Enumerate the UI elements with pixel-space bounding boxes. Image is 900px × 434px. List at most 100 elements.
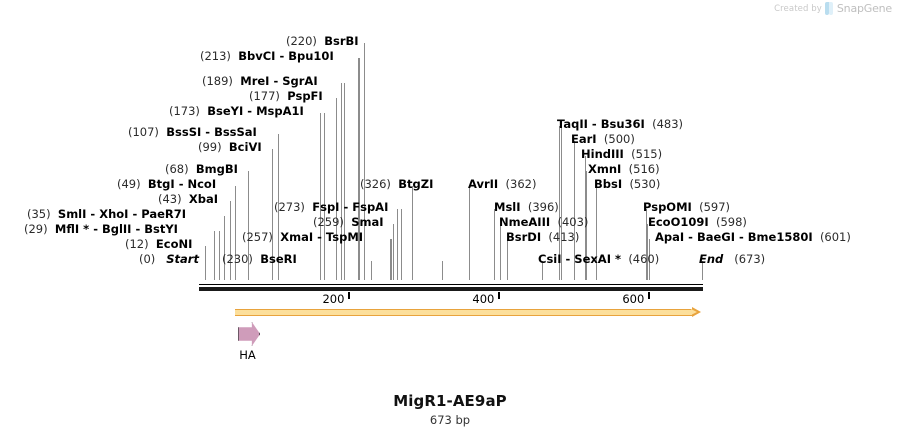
enzyme-leader-line: [559, 126, 560, 280]
enzyme-label[interactable]: AvrII (362): [468, 178, 536, 190]
orf-arrowhead-inner: [691, 309, 698, 315]
enzyme-name[interactable]: BstYI: [144, 222, 178, 236]
enzyme-label[interactable]: (189) MreI - SgrAI: [202, 75, 318, 87]
enzyme-name[interactable]: SmlI: [57, 207, 87, 221]
enzyme-label[interactable]: HindIII (515): [581, 148, 662, 160]
enzyme-name[interactable]: HindIII: [581, 147, 624, 161]
enzyme-name[interactable]: PspFI: [287, 89, 323, 103]
enzyme-name[interactable]: EcoO109I: [648, 215, 709, 229]
enzyme-name[interactable]: AvrII: [468, 177, 499, 191]
enzyme-name[interactable]: BbvCI: [238, 49, 276, 63]
enzyme-label[interactable]: (326) BtgZI: [360, 178, 433, 190]
enzyme-leader-line: [702, 261, 703, 280]
enzyme-label[interactable]: TaqII - Bsu36I (483): [557, 118, 683, 130]
enzyme-name[interactable]: BglII: [101, 222, 132, 236]
sequence-ruler-bar[interactable]: [198, 287, 703, 291]
enzyme-name[interactable]: TaqII: [557, 117, 588, 131]
enzyme-name[interactable]: MflI *: [54, 222, 90, 236]
enzyme-leader-line: [646, 209, 647, 280]
enzyme-name[interactable]: MreI: [240, 74, 270, 88]
enzyme-name[interactable]: Bme1580I: [747, 230, 813, 244]
enzyme-name[interactable]: MslI: [494, 200, 521, 214]
enzyme-name[interactable]: Bpu10I: [288, 49, 334, 63]
enzyme-label[interactable]: XmnI (516): [588, 163, 660, 175]
enzyme-position: (177): [249, 89, 280, 103]
ruler-tick: [348, 292, 351, 299]
enzyme-name[interactable]: TspMI: [325, 230, 364, 244]
enzyme-name[interactable]: Bsu36I: [600, 117, 645, 131]
enzyme-label[interactable]: (220) BsrBI: [286, 35, 359, 47]
enzyme-name-separator: -: [201, 125, 215, 139]
enzyme-name[interactable]: BsrDI: [506, 230, 542, 244]
enzyme-label[interactable]: EarI (500): [571, 133, 635, 145]
enzyme-name[interactable]: SgrAI: [282, 74, 318, 88]
enzyme-label[interactable]: BsrDI (413): [506, 231, 579, 243]
enzyme-name[interactable]: EarI: [571, 132, 597, 146]
enzyme-label[interactable]: (35) SmlI - XhoI - PaeR7I: [27, 208, 186, 220]
enzyme-name[interactable]: FspI: [312, 200, 340, 214]
enzyme-label[interactable]: (49) BtgI - NcoI: [117, 178, 216, 190]
enzyme-name[interactable]: CsiI: [538, 252, 562, 266]
enzyme-name[interactable]: BmgBI: [195, 162, 238, 176]
feature-ha[interactable]: [238, 322, 261, 346]
enzyme-leader-line: [214, 231, 215, 280]
enzyme-name[interactable]: NcoI: [187, 177, 217, 191]
enzyme-label[interactable]: MslI (396): [494, 201, 559, 213]
enzyme-name[interactable]: XmaI: [280, 230, 314, 244]
enzyme-name[interactable]: SexAI *: [574, 252, 621, 266]
enzyme-name[interactable]: XhoI: [99, 207, 129, 221]
enzyme-label[interactable]: (177) PspFI: [249, 90, 323, 102]
enzyme-name[interactable]: BssSaI: [214, 125, 257, 139]
enzyme-position: (173): [169, 104, 200, 118]
enzyme-label[interactable]: (12) EcoNI: [125, 238, 192, 250]
start-position: (0): [139, 252, 156, 266]
enzyme-label[interactable]: (107) BssSI - BssSaI: [128, 126, 257, 138]
enzyme-label[interactable]: CsiI - SexAI * (460): [538, 253, 659, 265]
enzyme-name[interactable]: BtgZI: [398, 177, 434, 191]
enzyme-name[interactable]: BciVI: [228, 140, 262, 154]
enzyme-name[interactable]: MspA1I: [256, 104, 304, 118]
enzyme-name[interactable]: PaeR7I: [141, 207, 187, 221]
enzyme-label[interactable]: EcoO109I (598): [648, 216, 747, 228]
enzyme-name[interactable]: BaeGI: [696, 230, 735, 244]
enzyme-name[interactable]: XmnI: [588, 162, 622, 176]
orf-arrow[interactable]: [235, 307, 702, 320]
enzyme-name[interactable]: BsrBI: [324, 34, 359, 48]
enzyme-name[interactable]: EcoNI: [155, 237, 193, 251]
enzyme-label[interactable]: BbsI (530): [594, 178, 660, 190]
enzyme-label[interactable]: (43) XbaI: [158, 193, 218, 205]
enzyme-leader-line: [561, 126, 562, 280]
enzyme-label[interactable]: NmeAIII (403): [499, 216, 588, 228]
enzyme-label[interactable]: (257) XmaI - TspMI: [242, 231, 363, 243]
enzyme-label[interactable]: PspOMI (597): [643, 201, 730, 213]
enzyme-name[interactable]: SmaI: [351, 215, 384, 229]
enzyme-leader-line: [442, 261, 443, 280]
enzyme-leader-line: [586, 171, 587, 280]
enzyme-leader-line: [278, 134, 279, 280]
enzyme-label[interactable]: (68) BmgBI: [165, 163, 238, 175]
enzyme-label[interactable]: (259) SmaI: [313, 216, 384, 228]
feature-ha-arrow-shape[interactable]: [238, 322, 261, 346]
enzyme-position: (213): [200, 49, 231, 63]
enzyme-name[interactable]: BssSI: [166, 125, 202, 139]
enzyme-label[interactable]: (173) BseYI - MspA1I: [169, 105, 304, 117]
enzyme-label[interactable]: (99) BciVI: [198, 141, 262, 153]
enzyme-name[interactable]: BseRI: [260, 252, 297, 266]
enzyme-position: (396): [527, 200, 559, 214]
enzyme-label[interactable]: (273) FspI - FspAI: [274, 201, 388, 213]
enzyme-label[interactable]: (29) MflI * - BglII - BstYI: [24, 223, 178, 235]
enzyme-name[interactable]: XbaI: [188, 192, 219, 206]
enzyme-leader-line: [393, 224, 394, 280]
enzyme-name[interactable]: FspAI: [352, 200, 389, 214]
enzyme-label[interactable]: ApaI - BaeGI - Bme1580I (601): [655, 231, 851, 243]
enzyme-name[interactable]: BseYI: [207, 104, 244, 118]
enzyme-name[interactable]: BtgI: [147, 177, 175, 191]
enzyme-name[interactable]: PspOMI: [643, 200, 692, 214]
enzyme-label[interactable]: (213) BbvCI - Bpu10I: [200, 50, 334, 62]
enzyme-name[interactable]: ApaI: [655, 230, 685, 244]
enzyme-position: (107): [128, 125, 159, 139]
enzyme-position: (601): [819, 230, 851, 244]
enzyme-label[interactable]: (230) BseRI: [222, 253, 297, 265]
enzyme-name[interactable]: BbsI: [594, 177, 623, 191]
enzyme-name[interactable]: NmeAIII: [499, 215, 551, 229]
